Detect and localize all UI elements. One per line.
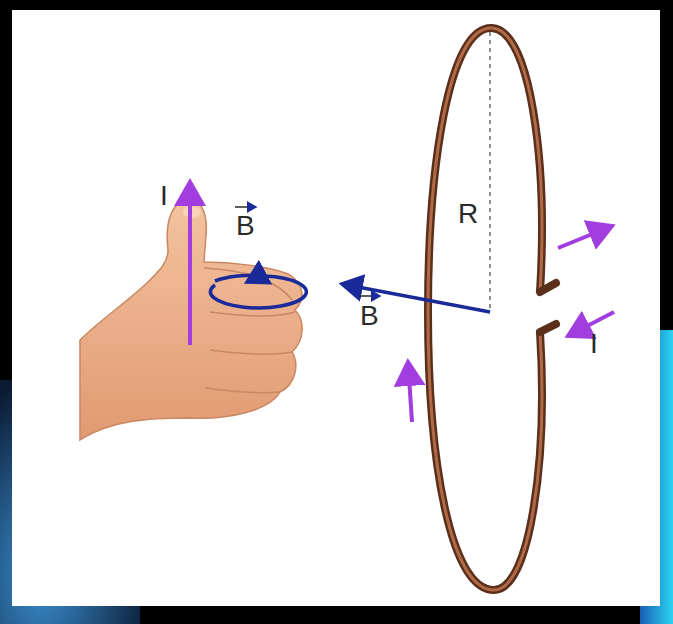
- current-arrow: [188, 182, 192, 345]
- vector-sign: [359, 295, 380, 297]
- current-loop: [428, 28, 556, 590]
- current-label: I: [160, 182, 168, 210]
- current-arrow: [558, 226, 612, 248]
- current-label: I: [590, 330, 598, 358]
- vector-sign: [235, 206, 256, 208]
- field-label: B: [360, 302, 379, 330]
- current-arrow: [408, 362, 412, 422]
- field-circle: [210, 275, 306, 307]
- radius-line: [489, 32, 490, 312]
- radius-label: R: [458, 200, 478, 228]
- field-label: B: [236, 212, 255, 240]
